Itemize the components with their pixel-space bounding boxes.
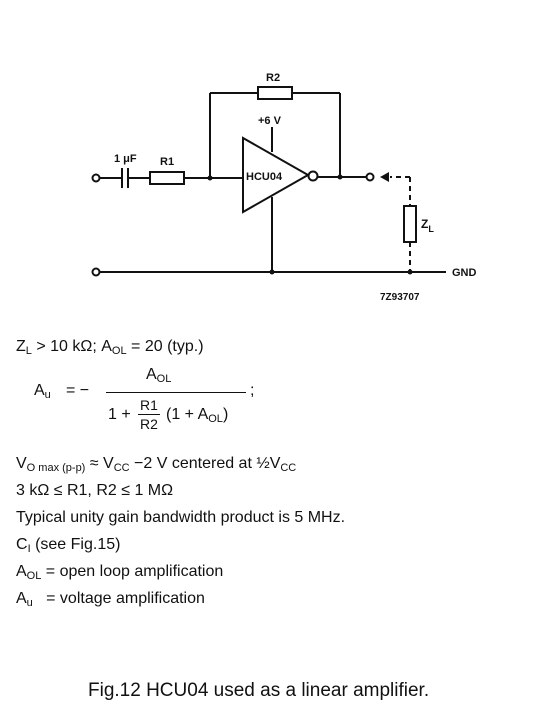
- figure-caption: Fig.12 HCU04 used as a linear amplifier.: [88, 680, 430, 701]
- fraction-bar: [106, 392, 246, 393]
- label-vcc: +6 V: [258, 115, 282, 127]
- resistor-range-note: 3 kΩ ≤ R1, R2 ≤ 1 MΩ: [16, 482, 174, 499]
- label-r2: R2: [266, 72, 280, 84]
- hcu04-amplifier: [242, 136, 311, 214]
- gain-formula: Au = − AOL ; 1 + R1 R2 (1 + AOL): [34, 366, 255, 432]
- circuit-schematic: R2 +6 V 1 μF R1 HCU04 ZL GND 7Z93707: [91, 72, 477, 303]
- label-r1: R1: [160, 156, 174, 168]
- label-capacitor: 1 μF: [114, 153, 137, 165]
- load-impedance-zl: [403, 205, 417, 243]
- ground-terminal: [91, 267, 101, 277]
- label-ic: HCU04: [246, 171, 283, 183]
- notes: VO max (p-p) ≈ VCC −2 V centered at ½VCC…: [16, 450, 345, 612]
- vo-note: VO max (p-p) ≈ VCC −2 V centered at ½VCC: [16, 455, 297, 474]
- ci-note: CI (see Fig.15): [16, 536, 121, 555]
- input-terminal: [91, 173, 101, 183]
- capacitor-1uf: [121, 168, 129, 188]
- figure-code: 7Z93707: [380, 292, 420, 303]
- resistor-r1: [149, 171, 185, 185]
- output-terminal: [365, 172, 375, 182]
- arrow-icon: [380, 172, 389, 182]
- label-zl: ZL: [421, 217, 434, 234]
- inverter-bubble: [307, 170, 319, 182]
- au-definition: Au = voltage amplification: [16, 590, 205, 609]
- label-gnd: GND: [452, 267, 477, 279]
- aol-definition: AOL = open loop amplification: [16, 563, 224, 582]
- conditions-line: ZL > 10 kΩ; AOL = 20 (typ.): [16, 338, 204, 357]
- resistor-r2: [257, 86, 293, 100]
- bandwidth-note: Typical unity gain bandwidth product is …: [16, 509, 346, 526]
